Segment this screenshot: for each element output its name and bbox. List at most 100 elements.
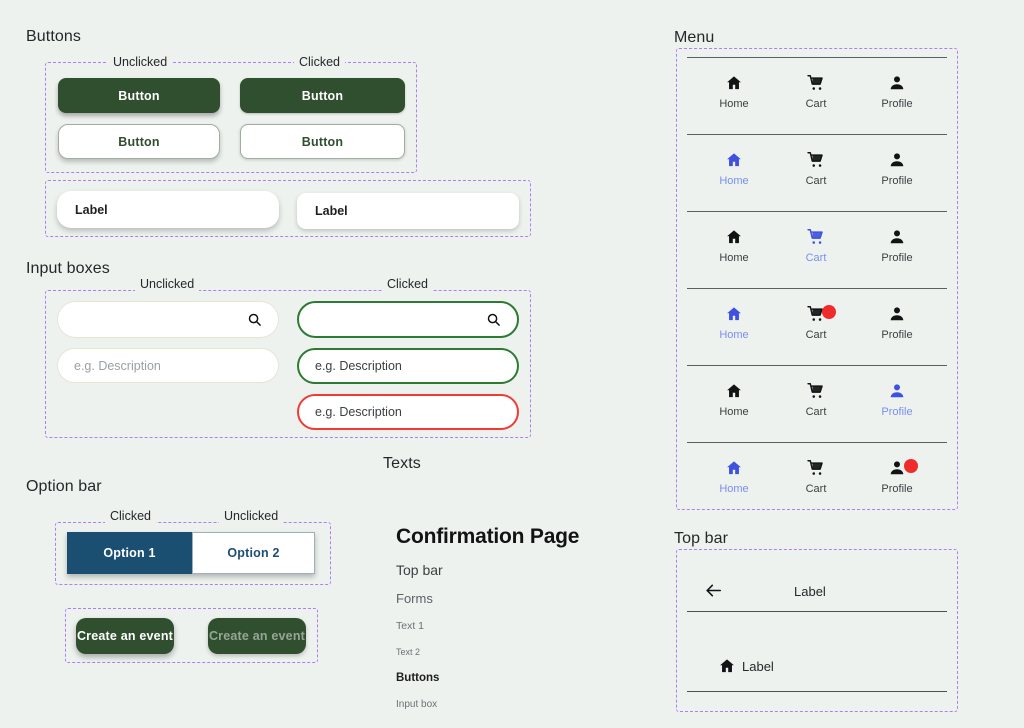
menu-item-cart-row-3[interactable]: Cart bbox=[781, 227, 851, 264]
option-1-button[interactable]: Option 1 bbox=[67, 532, 192, 574]
menu-item-label: Cart bbox=[805, 252, 827, 264]
menu-item-label: Profile bbox=[881, 406, 913, 418]
buttons-state-unclicked: Unclicked bbox=[108, 55, 173, 69]
inputs-state-clicked: Clicked bbox=[382, 277, 433, 291]
profile-icon bbox=[888, 304, 906, 324]
description-input-unclicked[interactable]: e.g. Description bbox=[57, 348, 279, 383]
description-input-valid-value: e.g. Description bbox=[315, 359, 402, 373]
home-icon bbox=[725, 381, 743, 401]
section-title-option-bar: Option bar bbox=[26, 478, 102, 495]
cart-icon bbox=[806, 381, 826, 401]
menu-item-profile-row-5[interactable]: Profile bbox=[862, 381, 932, 418]
menu-item-profile-row-2[interactable]: Profile bbox=[862, 150, 932, 187]
search-icon[interactable] bbox=[486, 312, 501, 327]
create-event-button-enabled[interactable]: Create an event bbox=[76, 618, 174, 654]
description-input-error[interactable]: e.g. Description bbox=[297, 394, 519, 430]
text-title: Confirmation Page bbox=[396, 525, 580, 548]
event-buttons-group-box bbox=[65, 608, 318, 663]
inputs-state-unclicked: Unclicked bbox=[135, 277, 200, 291]
menu-row-divider bbox=[687, 506, 947, 507]
menu-row-divider bbox=[687, 288, 947, 290]
menu-item-home-row-1[interactable]: Home bbox=[699, 73, 769, 110]
profile-icon bbox=[888, 458, 918, 478]
top-bar-item-label: Label bbox=[742, 659, 774, 674]
menu-item-profile-row-6[interactable]: Profile bbox=[862, 458, 932, 495]
menu-item-label: Cart bbox=[805, 175, 827, 187]
menu-row-divider bbox=[687, 442, 947, 444]
menu-item-label: Home bbox=[719, 98, 749, 110]
optionbar-state-unclicked: Unclicked bbox=[219, 509, 284, 523]
section-title-top-bar: Top bar bbox=[674, 530, 729, 547]
section-title-input-boxes: Input boxes bbox=[26, 260, 110, 277]
button-outline-unclicked[interactable]: Button bbox=[58, 124, 220, 159]
menu-item-home-row-3[interactable]: Home bbox=[699, 227, 769, 264]
cart-icon bbox=[806, 458, 826, 478]
input-boxes-group-box bbox=[45, 290, 531, 438]
menu-item-label: Home bbox=[719, 406, 749, 418]
top-bar-title: Label bbox=[794, 584, 826, 599]
create-event-button-disabled[interactable]: Create an event bbox=[208, 618, 306, 654]
profile-icon bbox=[888, 150, 906, 170]
arrow-left-icon[interactable] bbox=[704, 581, 723, 605]
menu-item-cart-row-4[interactable]: Cart bbox=[781, 304, 851, 341]
menu-item-label: Home bbox=[719, 252, 749, 264]
menu-item-label: Home bbox=[719, 483, 749, 495]
menu-item-profile-row-3[interactable]: Profile bbox=[862, 227, 932, 264]
text-body-2: Text 2 bbox=[396, 647, 421, 657]
menu-item-label: Cart bbox=[805, 483, 827, 495]
home-icon[interactable] bbox=[718, 657, 736, 680]
menu-item-label: Profile bbox=[881, 329, 913, 341]
text-body-1: Text 1 bbox=[396, 620, 425, 632]
search-input-unclicked[interactable] bbox=[57, 301, 279, 338]
home-icon bbox=[725, 73, 743, 93]
section-title-menu: Menu bbox=[674, 29, 715, 46]
menu-item-home-row-4[interactable]: Home bbox=[699, 304, 769, 341]
cart-icon bbox=[806, 150, 826, 170]
button-filled-clicked[interactable]: Button bbox=[240, 78, 405, 113]
option-2-button[interactable]: Option 2 bbox=[192, 532, 315, 574]
menu-item-profile-row-4[interactable]: Profile bbox=[862, 304, 932, 341]
button-outline-clicked[interactable]: Button bbox=[240, 124, 405, 159]
buttons-state-clicked: Clicked bbox=[294, 55, 345, 69]
menu-item-home-row-6[interactable]: Home bbox=[699, 458, 769, 495]
top-bar-group-box bbox=[676, 549, 958, 712]
label-button-round[interactable]: Label bbox=[57, 191, 279, 228]
label-buttons-group-box bbox=[45, 180, 531, 237]
menu-item-label: Cart bbox=[805, 406, 827, 418]
top-bar-divider bbox=[687, 691, 947, 693]
profile-icon bbox=[888, 381, 906, 401]
cart-icon bbox=[806, 304, 836, 324]
menu-row-divider bbox=[687, 211, 947, 213]
option-bar-group-box bbox=[55, 522, 331, 585]
menu-item-home-row-2[interactable]: Home bbox=[699, 150, 769, 187]
profile-icon bbox=[888, 227, 906, 247]
notification-badge bbox=[904, 459, 918, 473]
menu-item-cart-row-5[interactable]: Cart bbox=[781, 381, 851, 418]
text-body-3: Input box bbox=[396, 699, 438, 710]
menu-item-cart-row-6[interactable]: Cart bbox=[781, 458, 851, 495]
buttons-group-box bbox=[45, 62, 417, 173]
menu-item-cart-row-1[interactable]: Cart bbox=[781, 73, 851, 110]
button-filled-unclicked[interactable]: Button bbox=[58, 78, 220, 113]
menu-item-cart-row-2[interactable]: Cart bbox=[781, 150, 851, 187]
menu-item-home-row-5[interactable]: Home bbox=[699, 381, 769, 418]
menu-row-divider bbox=[687, 57, 947, 59]
text-heading-2: Top bar bbox=[396, 562, 443, 578]
label-button-squared[interactable]: Label bbox=[297, 193, 519, 229]
menu-item-label: Home bbox=[719, 175, 749, 187]
search-input-focused[interactable] bbox=[297, 301, 519, 338]
option-bar: Option 1 Option 2 bbox=[67, 532, 315, 574]
description-input-unclicked-placeholder: e.g. Description bbox=[74, 358, 161, 373]
menu-item-profile-row-1[interactable]: Profile bbox=[862, 73, 932, 110]
menu-item-label: Profile bbox=[881, 175, 913, 187]
description-input-valid[interactable]: e.g. Description bbox=[297, 348, 519, 384]
menu-row-divider bbox=[687, 134, 947, 136]
text-bold: Buttons bbox=[396, 672, 440, 684]
menu-item-label: Home bbox=[719, 329, 749, 341]
search-icon[interactable] bbox=[247, 312, 262, 327]
profile-icon bbox=[888, 73, 906, 93]
cart-icon bbox=[806, 227, 826, 247]
